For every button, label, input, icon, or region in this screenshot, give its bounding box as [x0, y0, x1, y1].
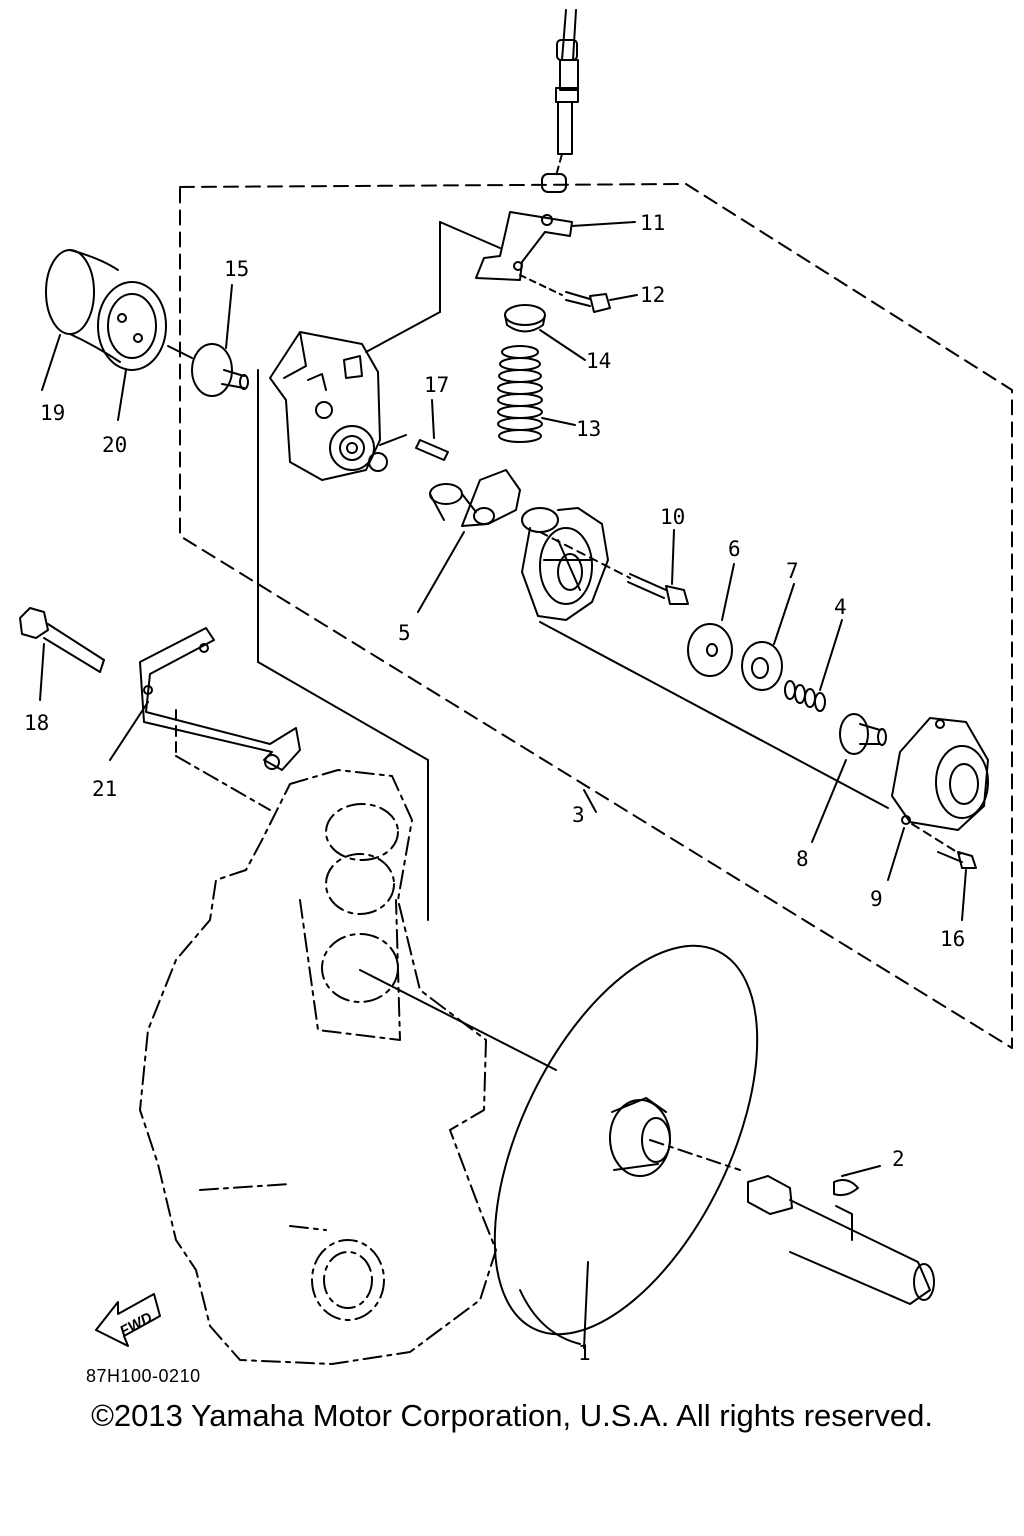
- part-1-sheave: [493, 944, 759, 1349]
- part-label-10: 10: [660, 505, 685, 529]
- part-label-13: 13: [576, 417, 601, 441]
- part-label-3: 3: [572, 803, 585, 827]
- part-17-pin: [415, 399, 449, 461]
- part-label-16: 16: [940, 927, 965, 951]
- part-4-spring: [784, 619, 843, 712]
- part-11-lever: [365, 211, 636, 353]
- part-10-housing: [521, 507, 889, 809]
- part-label-8: 8: [796, 847, 809, 871]
- part-5-shaft: [417, 469, 521, 613]
- part-14-cap: [504, 304, 586, 361]
- part-label-1: 1: [578, 1341, 591, 1365]
- part-label-6: 6: [728, 537, 741, 561]
- part-label-15: 15: [224, 257, 249, 281]
- part-label-7: 7: [786, 559, 799, 583]
- valve-housing: [257, 331, 429, 921]
- part-label-20: 20: [102, 433, 127, 457]
- part-3-leader: [583, 789, 597, 813]
- centerline: [359, 969, 557, 1071]
- part-2-key-shaft: [747, 1165, 935, 1305]
- part-label-21: 21: [92, 777, 117, 801]
- part-label-5: 5: [398, 621, 411, 645]
- part-label-18: 18: [24, 711, 49, 735]
- fwd-label: FWD: [117, 1309, 155, 1340]
- part-18-bolt: [19, 607, 105, 701]
- part-16-bolt: [937, 851, 977, 921]
- part-7-clip: [741, 583, 795, 691]
- part-label-14: 14: [586, 349, 611, 373]
- part-label-19: 19: [40, 401, 65, 425]
- part-12-bolt: [519, 274, 638, 313]
- part-label-4: 4: [834, 595, 847, 619]
- fwd-arrow-icon: [95, 1293, 161, 1347]
- cable: [541, 9, 579, 193]
- part-21-bracket: [109, 627, 301, 811]
- assembly-boundary: [179, 183, 1013, 1049]
- part-6-washer: [687, 563, 735, 677]
- part-8-plug: [811, 713, 887, 843]
- part-19-20-pulley: [41, 249, 193, 421]
- drawing-code: 87H100-0210: [86, 1366, 201, 1386]
- part-label-12: 12: [640, 283, 665, 307]
- part-label-2: 2: [892, 1147, 905, 1171]
- part-label-11: 11: [640, 211, 665, 235]
- part-9-cover: [887, 717, 989, 881]
- part-label-17: 17: [424, 373, 449, 397]
- part-13-spring: [497, 345, 576, 443]
- crankcase-outline: [139, 769, 497, 1365]
- part-label-9: 9: [870, 887, 883, 911]
- centerline-shaft: [649, 1139, 741, 1171]
- part-15-plate: [191, 284, 249, 397]
- copyright-notice: ©2013 Yamaha Motor Corporation, U.S.A. A…: [91, 1398, 933, 1433]
